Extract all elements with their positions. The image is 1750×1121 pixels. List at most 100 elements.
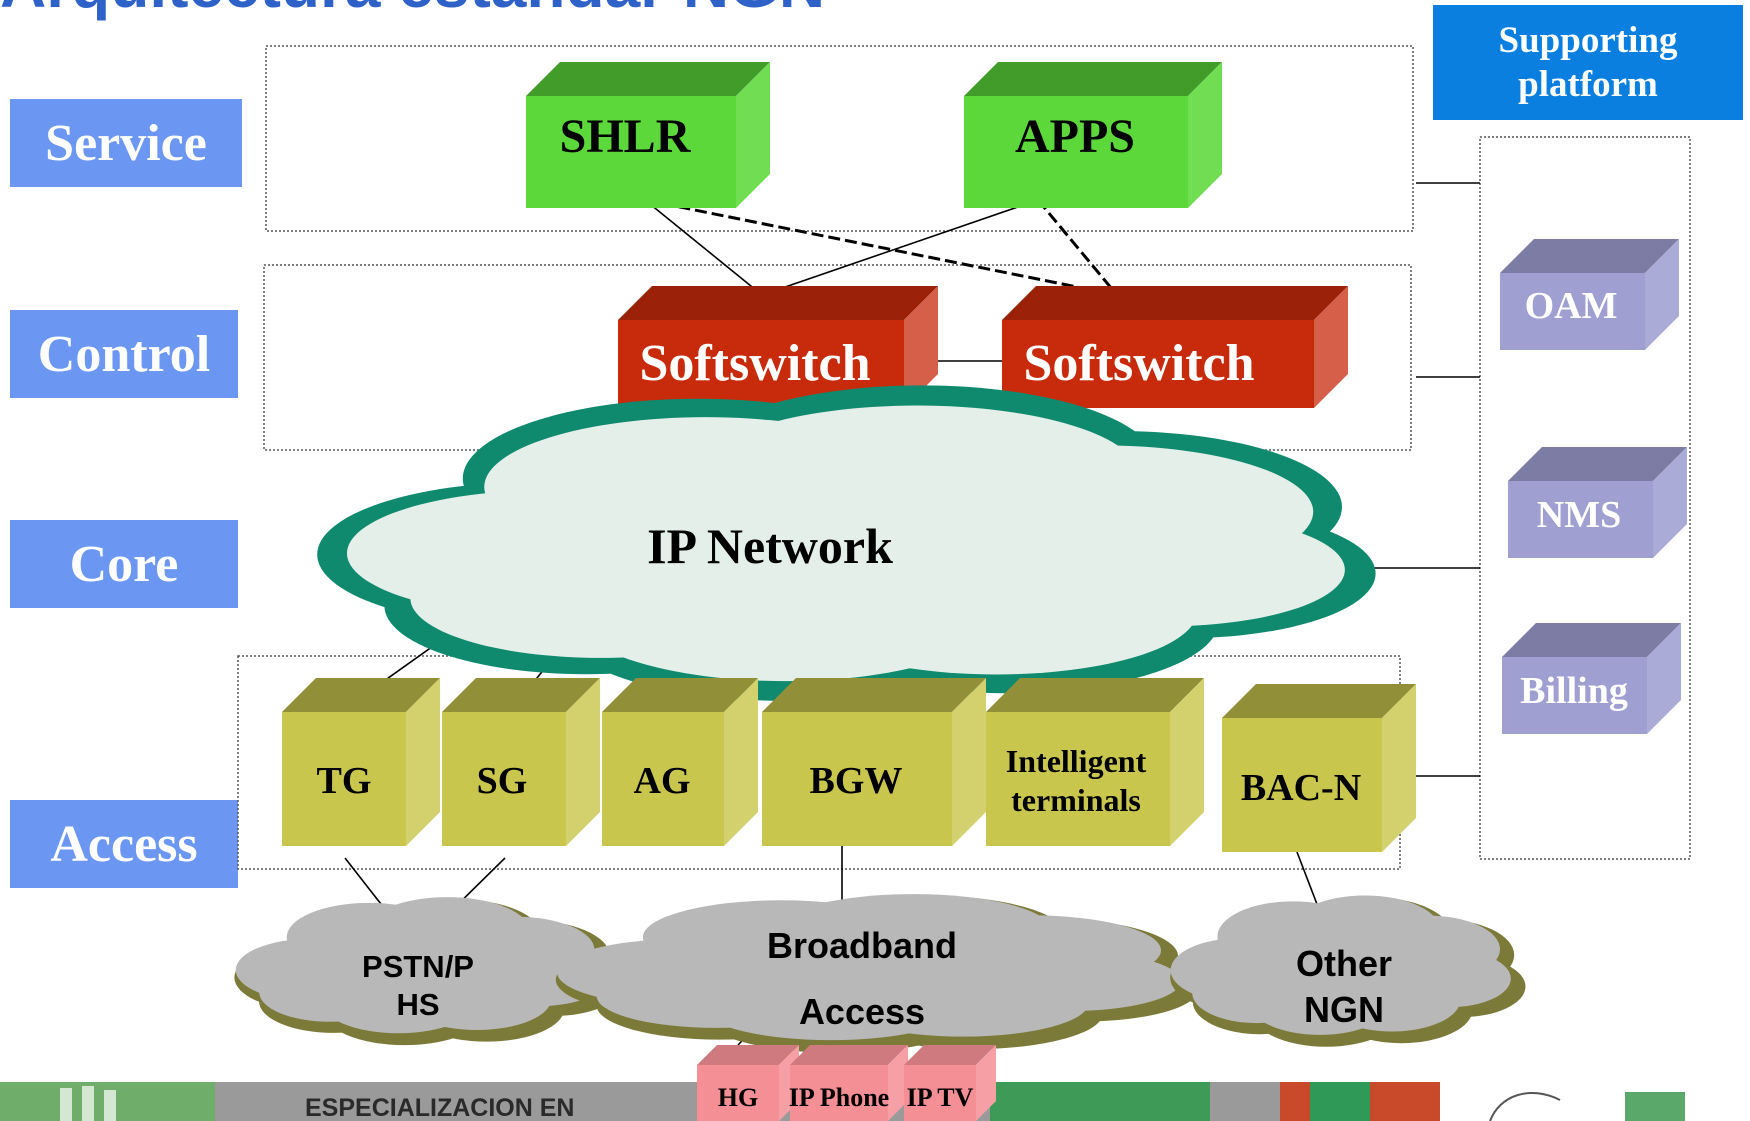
box-top-face	[964, 62, 1222, 96]
box-front-face	[618, 320, 904, 408]
box-side-face	[566, 678, 600, 846]
box-front-face	[790, 1065, 888, 1121]
box-top-face	[697, 1045, 799, 1065]
layer-label-service: Service	[10, 99, 242, 187]
support-platform-frame	[1479, 136, 1691, 860]
ip-phone-endpoint	[790, 1045, 908, 1121]
intelligent-terminals-node	[986, 678, 1204, 846]
box-top-face	[1002, 286, 1348, 320]
broadband-label-line1: Broadband	[767, 925, 957, 966]
shlr-label: SHLR	[560, 110, 692, 163]
box-side-face	[1188, 62, 1222, 208]
shlr-node	[526, 62, 770, 208]
box-front-face	[442, 712, 566, 846]
softswitch-2-label: Softswitch	[1023, 335, 1254, 392]
billing-node	[1502, 623, 1681, 734]
ip-phone-label: IP Phone	[789, 1083, 889, 1112]
softswitch-1-label: Softswitch	[639, 335, 870, 392]
box-top-face	[1500, 239, 1679, 273]
box-side-face	[406, 678, 440, 846]
box-front-face	[1002, 320, 1314, 408]
box-front-face	[526, 96, 736, 208]
tg-node	[282, 678, 440, 846]
softswitch-2-node	[1002, 286, 1348, 408]
footer-banner: ESPECIALIZACION EN	[0, 1082, 1750, 1121]
box-side-face	[1645, 239, 1679, 350]
footer-text: ESPECIALIZACION EN	[305, 1094, 574, 1121]
layer-label-access: Access	[10, 800, 238, 888]
box-side-face	[1382, 684, 1416, 852]
nms-label: NMS	[1537, 494, 1621, 536]
box-front-face	[697, 1065, 779, 1121]
box-front-face	[1222, 718, 1382, 852]
box-side-face	[904, 286, 938, 408]
box-top-face	[1502, 623, 1681, 657]
box-side-face	[736, 62, 770, 208]
hg-endpoint	[697, 1045, 799, 1121]
billing-label: Billing	[1520, 670, 1628, 712]
box-front-face	[964, 96, 1188, 208]
oam-node	[1500, 239, 1679, 350]
sg-node	[442, 678, 600, 846]
bac-n-node	[1222, 684, 1416, 852]
box-top-face	[790, 1045, 908, 1065]
supporting-platform-header: Supporting platform	[1433, 5, 1743, 120]
box-front-face	[1502, 657, 1647, 734]
service-layer-frame	[265, 45, 1414, 232]
oam-label: OAM	[1525, 285, 1618, 327]
box-side-face	[1314, 286, 1348, 408]
box-front-face	[986, 712, 1170, 846]
box-top-face	[1222, 684, 1416, 718]
broadband-label-line2: Access	[799, 991, 925, 1032]
page-title: Arquitectura estandar NGN	[0, 0, 825, 22]
bac-n-label: BAC-N	[1241, 767, 1361, 809]
box-top-face	[904, 1045, 996, 1065]
box-side-face	[888, 1045, 908, 1121]
pstn-label-line2: HS	[396, 987, 439, 1022]
bgw-node	[762, 678, 986, 846]
box-front-face	[1500, 273, 1645, 350]
box-top-face	[1508, 447, 1687, 481]
tg-label: TG	[317, 760, 372, 802]
nms-node	[1508, 447, 1687, 558]
sg-label: SG	[477, 760, 528, 802]
intelligent-terminals-label-line2: terminals	[1011, 782, 1141, 818]
dashed-links	[644, 198, 1119, 297]
other-ngn-label-line1: Other	[1296, 943, 1392, 984]
box-top-face	[762, 678, 986, 712]
box-front-face	[904, 1065, 976, 1121]
ag-node	[602, 678, 758, 846]
box-side-face	[724, 678, 758, 846]
box-top-face	[282, 678, 440, 712]
pstn-label-line1: PSTN/P	[362, 949, 474, 984]
ip-tv-endpoint	[904, 1045, 996, 1121]
ip-tv-label: IP TV	[907, 1083, 974, 1112]
box-top-face	[618, 286, 938, 320]
box-side-face	[1170, 678, 1204, 846]
intelligent-terminals-label-line1: Intelligent	[1006, 743, 1147, 779]
box-front-face	[282, 712, 406, 846]
apps-node	[964, 62, 1222, 208]
box-side-face	[1653, 447, 1687, 558]
supporting-platform-label: Supporting platform	[1498, 19, 1678, 105]
ip-network-label: IP Network	[647, 518, 893, 574]
box-front-face	[602, 712, 724, 846]
box-top-face	[986, 678, 1204, 712]
bgw-label: BGW	[810, 760, 903, 802]
hg-label: HG	[718, 1083, 758, 1112]
box-top-face	[442, 678, 600, 712]
box-side-face	[952, 678, 986, 846]
layer-label-control: Control	[10, 310, 238, 398]
box-front-face	[762, 712, 952, 846]
layer-label-core: Core	[10, 520, 238, 608]
apps-label: APPS	[1015, 110, 1135, 163]
box-front-face	[1508, 481, 1653, 558]
other-ngn-label-line2: NGN	[1304, 989, 1384, 1030]
box-side-face	[1647, 623, 1681, 734]
softswitch-1-node	[618, 286, 938, 408]
box-top-face	[526, 62, 770, 96]
ag-label: AG	[634, 760, 691, 802]
box-top-face	[602, 678, 758, 712]
